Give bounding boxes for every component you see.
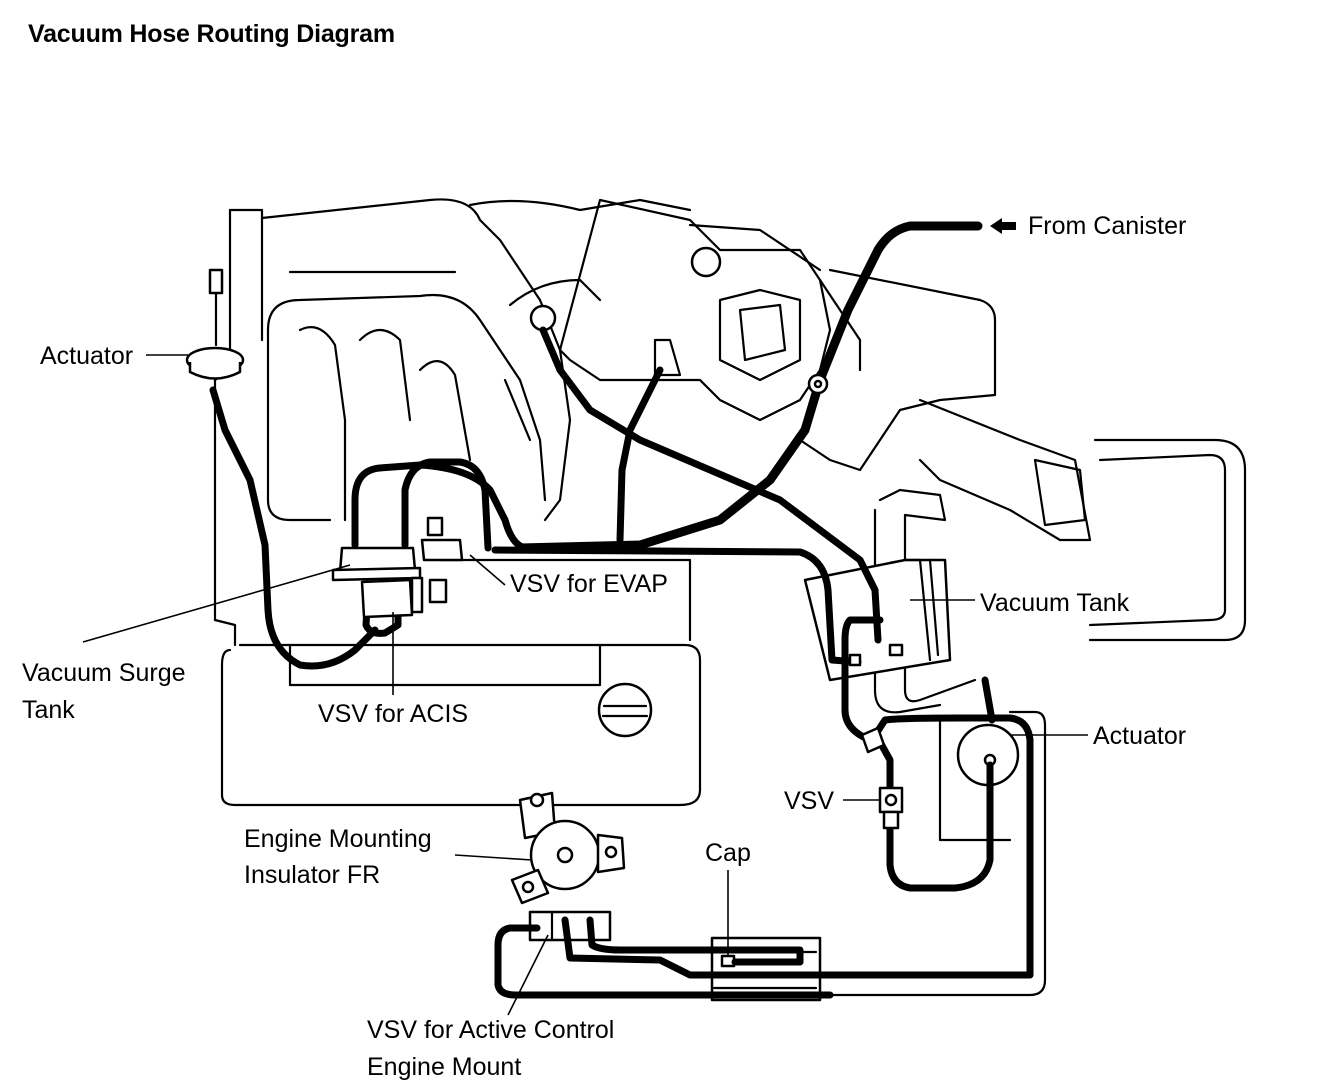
- label-engine-mounting-line1: Engine Mounting: [244, 825, 432, 853]
- label-vacuum-tank: Vacuum Tank: [980, 589, 1130, 617]
- label-actuator-left: Actuator: [40, 342, 133, 370]
- leader-lines: [82, 354, 1088, 1016]
- label-vacuum-surge-tank-line2: Tank: [22, 696, 75, 724]
- vsv-evap: [420, 516, 464, 562]
- label-from-canister: From Canister: [1028, 212, 1186, 240]
- label-cap: Cap: [705, 839, 751, 867]
- vsv-acis: [360, 576, 448, 619]
- vsv-right: [860, 726, 904, 830]
- arrow-left-icon: [990, 218, 1016, 234]
- label-vsv-active-line2: Engine Mount: [367, 1053, 521, 1081]
- canister-junction: [807, 373, 829, 395]
- engine-mounting-insulator: [510, 791, 626, 905]
- label-vsv: VSV: [784, 787, 834, 815]
- label-vsv-active-line1: VSV for Active Control: [367, 1016, 614, 1044]
- vacuum-hoses: [209, 221, 1034, 999]
- diagram-title: Vacuum Hose Routing Diagram: [28, 20, 395, 48]
- left-actuator: [185, 268, 245, 380]
- label-actuator-right: Actuator: [1093, 722, 1186, 750]
- label-engine-mounting-line2: Insulator FR: [244, 861, 380, 889]
- label-vsv-acis: VSV for ACIS: [318, 700, 468, 728]
- label-vsv-evap: VSV for EVAP: [510, 570, 668, 598]
- vacuum-surge-tank: [331, 546, 422, 582]
- label-vacuum-surge-tank-line1: Vacuum Surge: [22, 659, 186, 687]
- air-intake-duct: [798, 268, 1247, 714]
- engine-block: [220, 643, 1047, 997]
